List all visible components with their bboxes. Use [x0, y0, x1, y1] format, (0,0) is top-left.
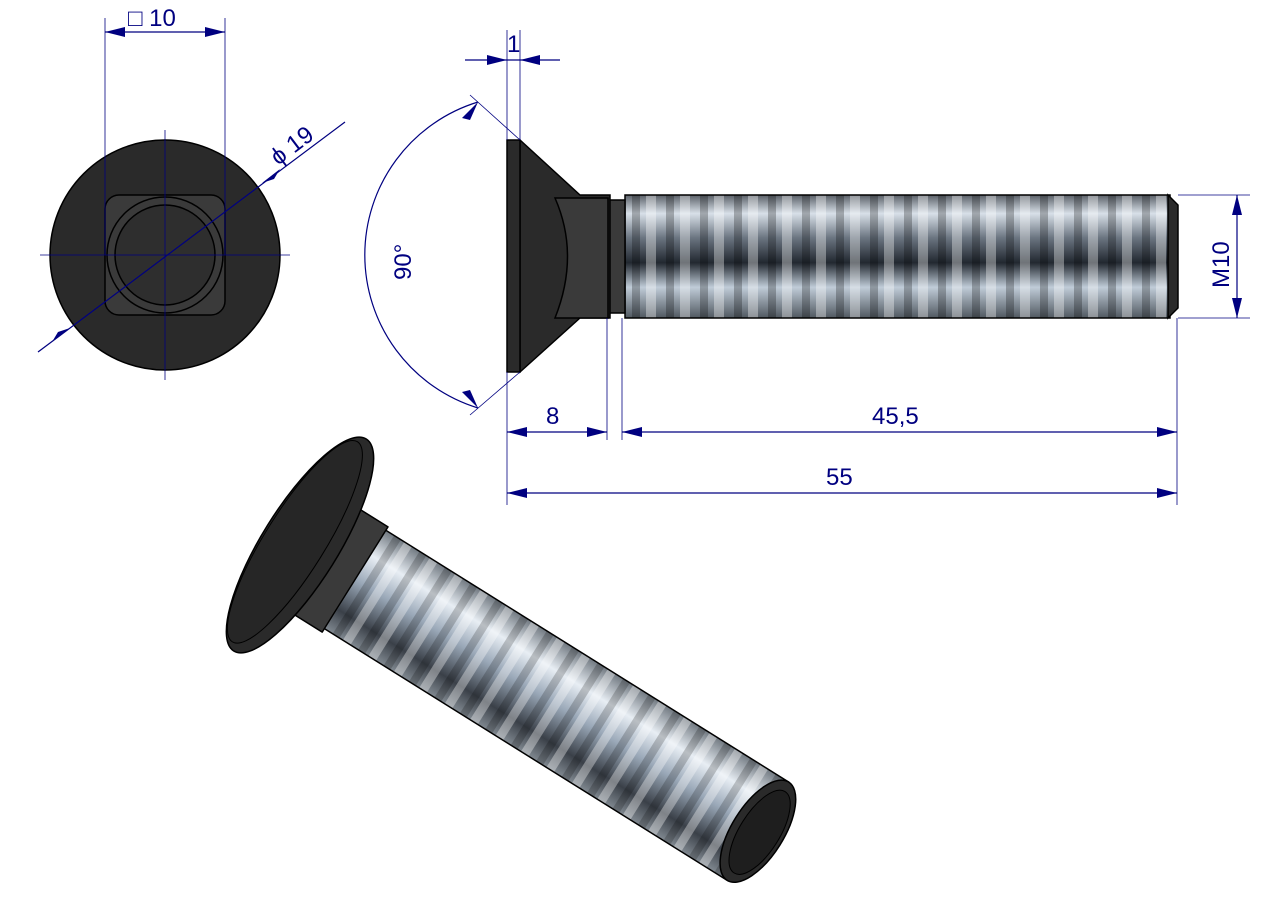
thread-size-label: M10 — [1208, 241, 1235, 288]
diameter-dim-label: ϕ 19 — [265, 121, 319, 171]
thread-length-label: 45,5 — [872, 403, 919, 430]
iso-head-face — [226, 439, 363, 644]
neck-length-label: 8 — [546, 403, 559, 430]
head-thickness-label: 1 — [507, 31, 520, 58]
iso-thread-body — [319, 526, 790, 882]
front-view: □ 10 ϕ 19 — [37, 5, 346, 380]
thread-body — [624, 194, 1171, 319]
square-neck-side — [553, 197, 609, 319]
thread-chamfer — [1167, 193, 1179, 320]
diameter-dim-line — [37, 121, 346, 353]
isometric-view — [225, 436, 797, 884]
angle-arc — [364, 101, 479, 409]
iso-thread-end-face — [728, 789, 791, 875]
square-dim-label: □ 10 — [128, 5, 176, 32]
head-flange — [506, 139, 521, 373]
side-view: 1 90° 8 45,5 55 M10 — [364, 30, 1250, 505]
angle-label: 90° — [390, 244, 417, 280]
total-length-label: 55 — [826, 464, 853, 491]
